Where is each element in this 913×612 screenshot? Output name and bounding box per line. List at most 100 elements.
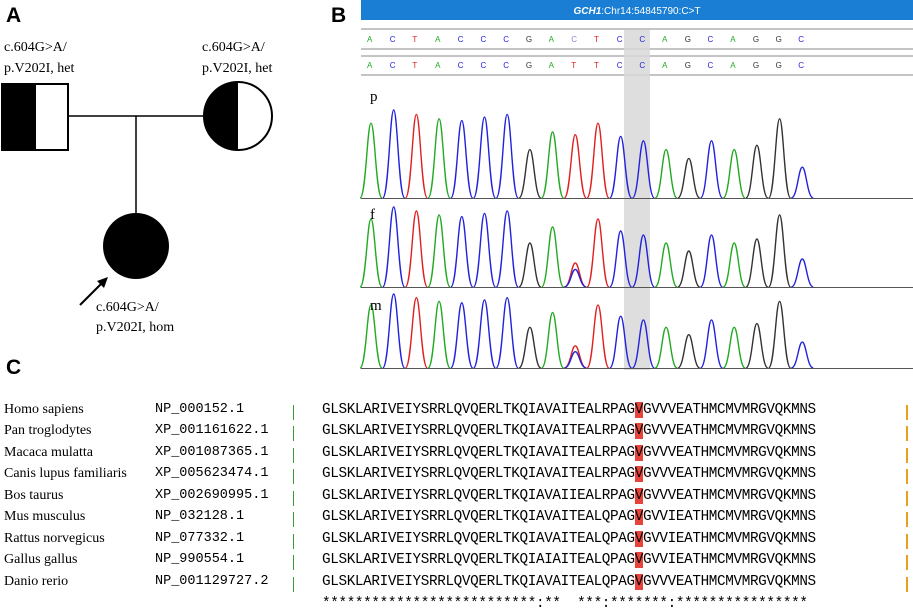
- trace-peak: [745, 322, 769, 369]
- protein-sequence: GLSKLARIVEIYSRRLQVQERLTKQIAVAITEALQPAGVG…: [322, 531, 816, 547]
- trace-peak: [404, 210, 429, 288]
- trace-peak: [767, 300, 792, 369]
- variant-residue: V: [634, 509, 643, 525]
- sequence-end-marker: [906, 577, 908, 592]
- trace-peak: [564, 268, 587, 288]
- reference-base: G: [776, 35, 782, 44]
- sequence-after: GVVIEATHMCMVMRGVQKMNS: [642, 531, 816, 547]
- sequence-end-marker: [906, 534, 908, 549]
- trace-peak: [745, 144, 769, 199]
- sample-base: A: [662, 61, 668, 70]
- trace-peak: [540, 226, 565, 288]
- accession-divider: [293, 426, 294, 441]
- reference-base: A: [662, 35, 668, 44]
- protein-sequence: GLSKLARIVEIYSRRLQVQERLTKQIAVAITEALRPAGVG…: [322, 423, 816, 439]
- variant-residue: V: [634, 402, 643, 418]
- trace-peak: [359, 218, 383, 288]
- sample-base: A: [435, 61, 441, 70]
- variant-residue: V: [634, 488, 643, 504]
- conservation-line: **************************:** ***:******…: [322, 596, 808, 612]
- protein-sequence: GLSKLARIVEIYSRRLQVQERLTKQIAVAITEALQPAGVG…: [322, 509, 816, 525]
- sequence-after: GVVVEATHMCMVMRGVQKMNS: [642, 466, 816, 482]
- sequence-end-marker: [906, 491, 908, 506]
- trace-label-f: f: [370, 207, 375, 223]
- variant-residue: V: [634, 574, 643, 590]
- reference-base: A: [367, 35, 373, 44]
- mother-genotype-line1: c.604G>A/: [202, 40, 265, 55]
- reference-base: A: [435, 35, 441, 44]
- sequence-before: GLSKLARIVEIYSRRLQVQERLTKQIAVAIIEALRPAG: [322, 488, 635, 504]
- sequence-after: GVVVEATHMCMVMRGVQKMNS: [642, 445, 816, 461]
- accession-divider: [293, 448, 294, 463]
- sample-base: G: [685, 61, 691, 70]
- variant-highlight: [624, 30, 650, 370]
- trace-peak: [382, 109, 406, 199]
- trace-peak: [767, 118, 792, 199]
- proband-symbol: [103, 213, 169, 279]
- trace-peak: [677, 250, 701, 288]
- trace-peak: [518, 326, 542, 369]
- reference-base: G: [753, 35, 759, 44]
- sequence-before: GLSKLARIVEIYSRRLQVQERLTKQIAVAITEALQPAG: [322, 509, 635, 525]
- species-name: Bos taurus: [4, 488, 64, 503]
- chromatogram-header-bar: [361, 0, 913, 20]
- sample-base: G: [776, 61, 782, 70]
- sample-base: C: [481, 61, 487, 70]
- trace-peak: [699, 140, 724, 199]
- trace-peak: [609, 230, 633, 288]
- accession-divider: [293, 405, 294, 420]
- accession-divider: [293, 577, 294, 592]
- trace-peak: [404, 296, 429, 369]
- sample-base: C: [708, 61, 714, 70]
- trace-peak: [540, 311, 565, 369]
- sequence-before: GLSKLARIVEIYSRRLQVQERLTKQIAVAITEALQPAG: [322, 574, 635, 590]
- sequence-after: GVVIEATHMCMVMRGVQKMNS: [642, 552, 816, 568]
- variant-residue: V: [634, 466, 643, 482]
- trace-peak: [382, 206, 406, 288]
- trace-peak: [564, 351, 587, 369]
- trace-peak: [495, 296, 519, 369]
- trace-peak: [450, 215, 474, 288]
- reference-base: C: [390, 35, 396, 44]
- protein-sequence: GLSKLARIVEIYSRRLQVQERLTKQIAVAITEALRPAGVG…: [322, 445, 816, 461]
- trace-peak: [472, 212, 497, 288]
- sequence-end-marker: [906, 426, 908, 441]
- sequence-before: GLSKLARIVEIYSRRLQVQERLTKQIAIAITEALQPAG: [322, 552, 635, 568]
- trace-peak: [586, 304, 610, 369]
- panel-letter-b: B: [331, 4, 347, 27]
- trace-peak: [654, 326, 678, 369]
- trace-peak: [586, 218, 610, 288]
- protein-sequence: GLSKLARIVEIYSRRLQVQERLTKQIAIAITEALQPAGVG…: [322, 552, 816, 568]
- sample-base: A: [549, 61, 555, 70]
- variant-residue: V: [634, 445, 643, 461]
- trace-peak: [609, 135, 633, 199]
- species-name: Gallus gallus: [4, 552, 78, 567]
- trace-peak: [722, 326, 746, 369]
- sequence-after: GVVVEATHMCMVMRGVQKMNS: [642, 402, 816, 418]
- trace-peak: [495, 113, 519, 199]
- trace-peak: [540, 131, 565, 199]
- trace-peak: [609, 315, 633, 369]
- trace-label-m: m: [370, 298, 382, 314]
- sample-base: G: [526, 61, 532, 70]
- accession-id: XP_001161622.1: [155, 423, 269, 438]
- sample-base: G: [753, 61, 759, 70]
- accession-divider: [293, 534, 294, 549]
- variant-residue: V: [634, 531, 643, 547]
- variant-residue: V: [634, 552, 643, 568]
- trace-peak: [359, 122, 383, 199]
- sample-base: T: [412, 61, 417, 70]
- trace-peak: [677, 157, 701, 199]
- sample-base: A: [367, 61, 373, 70]
- accession-id: NP_032128.1: [155, 509, 245, 524]
- accession-divider: [293, 555, 294, 570]
- species-name: Danio rerio: [4, 574, 69, 589]
- sample-base: T: [594, 61, 599, 70]
- species-name: Macaca mulatta: [4, 445, 94, 460]
